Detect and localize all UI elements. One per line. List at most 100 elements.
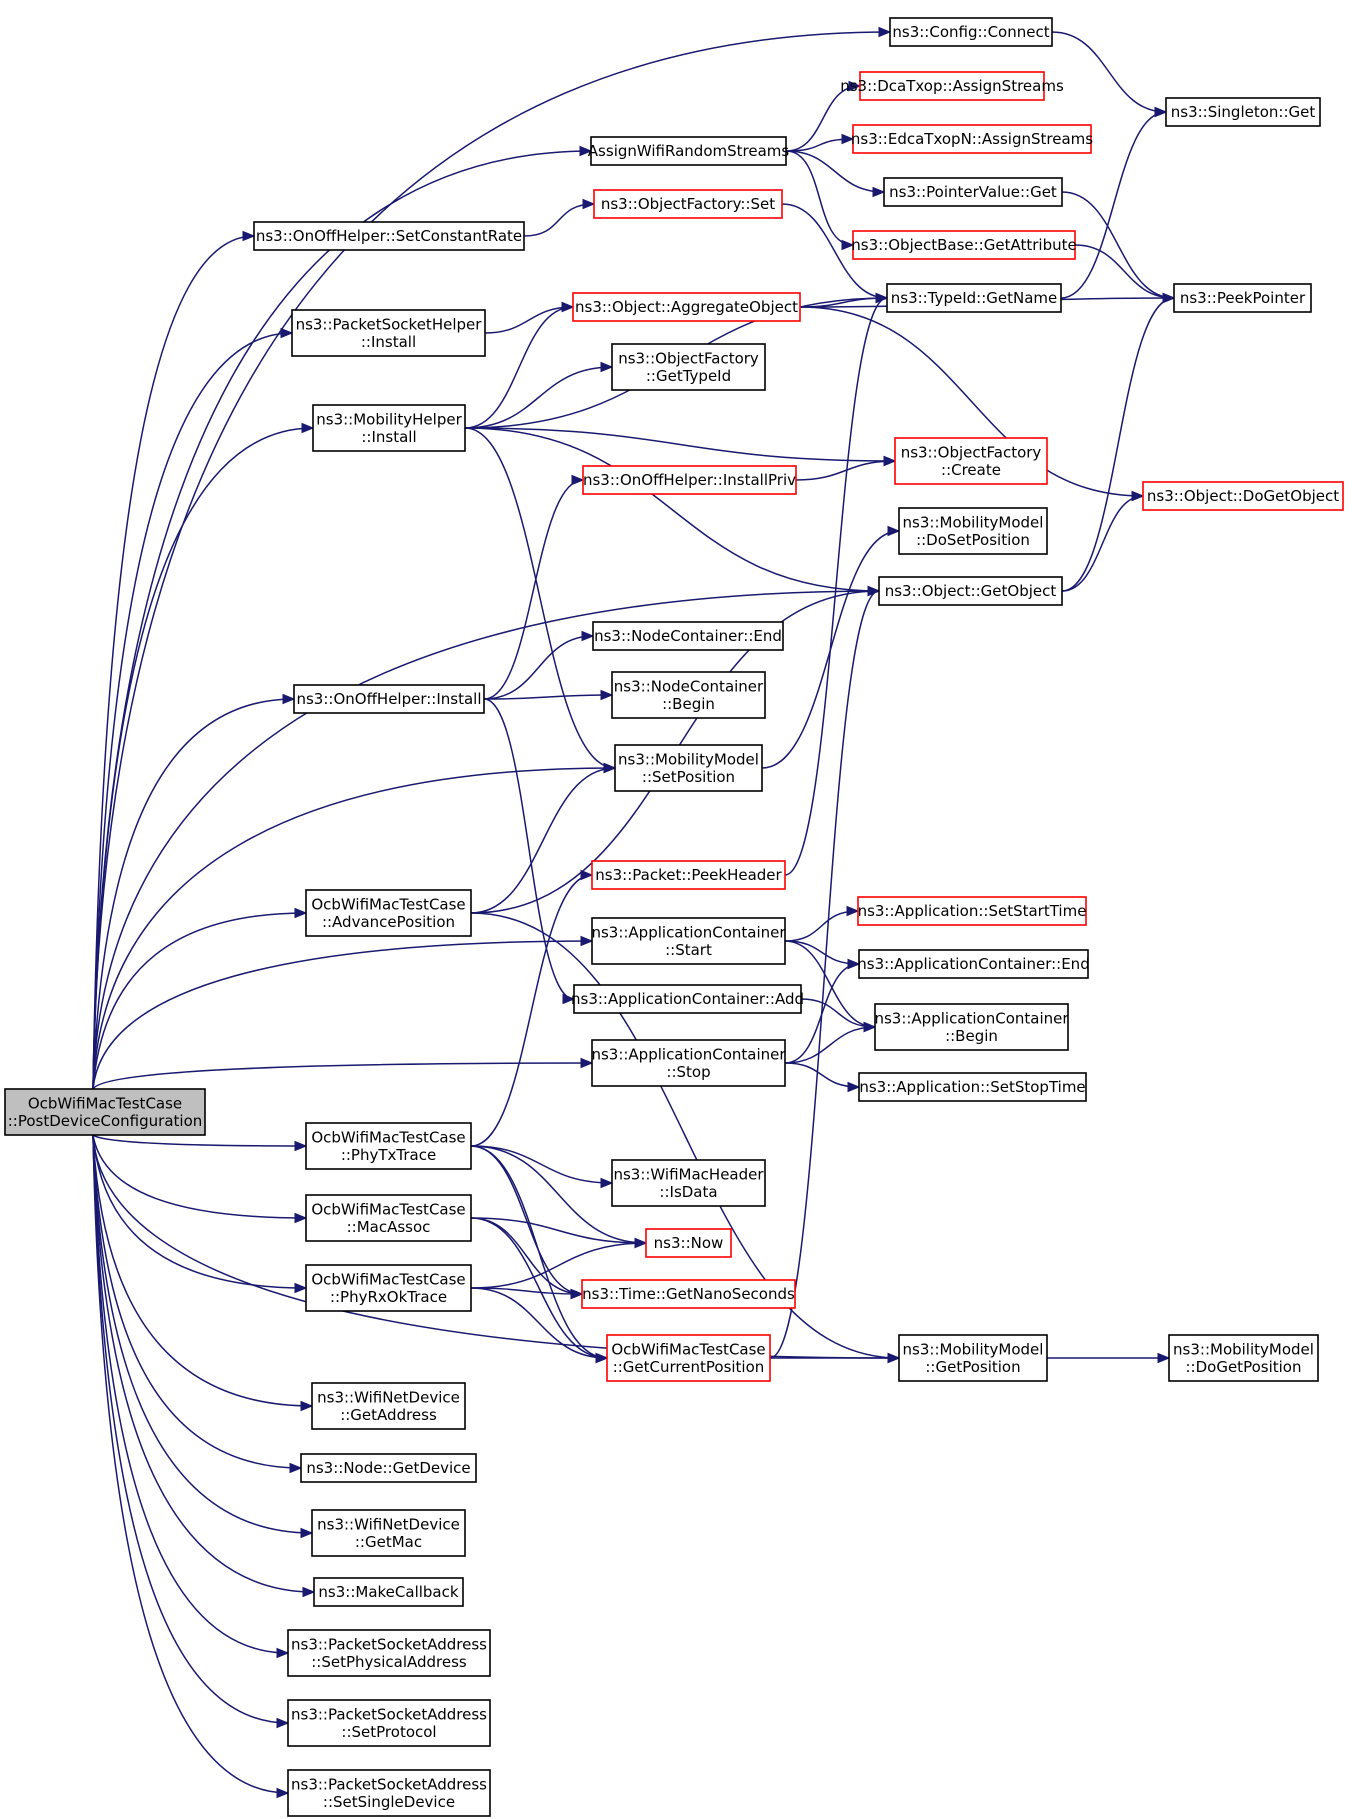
edge-onoffinst-to-installpriv	[483, 479, 584, 700]
node-acstart[interactable]: ns3::ApplicationContainer::Start	[591, 917, 786, 965]
node-getcurpos[interactable]: OcbWifiMacTestCase::GetCurrentPosition	[606, 1334, 771, 1382]
node-edca[interactable]: ns3::EdcaTxopN::AssignStreams	[851, 124, 1093, 154]
node-label: ns3::WifiMacHeader	[613, 1165, 764, 1183]
node-onoffrate[interactable]: ns3::OnOffHelper::SetConstantRate	[253, 221, 525, 251]
node-acadd[interactable]: ns3::ApplicationContainer::Add	[571, 984, 804, 1014]
node-dogetobj[interactable]: ns3::Object::DoGetObject	[1142, 481, 1344, 511]
node-setpos[interactable]: ns3::MobilityModel::SetPosition	[614, 744, 763, 792]
arrowhead	[600, 361, 614, 373]
edge-ptrget-to-peekptr	[1061, 191, 1175, 299]
node-wndmac[interactable]: ns3::WifiNetDevice::GetMac	[311, 1509, 466, 1557]
node-label: ns3::WifiNetDevice	[317, 1515, 460, 1533]
node-box	[591, 1039, 786, 1087]
node-box	[305, 1264, 472, 1312]
node-label: ns3::OnOffHelper::SetConstantRate	[256, 227, 522, 245]
node-typeidname[interactable]: ns3::TypeId::GetName	[886, 283, 1062, 313]
node-awrs[interactable]: AssignWifiRandomStreams	[588, 136, 790, 166]
node-onoffinst[interactable]: ns3::OnOffHelper::Install	[293, 684, 485, 714]
call-edges	[92, 26, 1176, 1799]
node-label: ::IsData	[659, 1183, 717, 1201]
node-label: ::DoSetPosition	[916, 531, 1030, 549]
edge-advpos-to-getpos	[470, 912, 900, 1359]
node-acbegin[interactable]: ns3::ApplicationContainer::Begin	[874, 1003, 1069, 1051]
node-label: ::Begin	[945, 1027, 998, 1045]
edge-typeidname-to-singleton	[1060, 111, 1167, 299]
node-label: ns3::MakeCallback	[318, 1583, 458, 1601]
edge-root-to-cfgconn	[92, 31, 891, 1090]
node-ofcreate[interactable]: ns3::ObjectFactory::Create	[894, 437, 1048, 485]
node-peekhdr[interactable]: ns3::Packet::PeekHeader	[591, 860, 786, 890]
node-isdata[interactable]: ns3::WifiMacHeader::IsData	[611, 1159, 766, 1207]
node-installpriv[interactable]: ns3::OnOffHelper::InstallPriv	[582, 465, 797, 495]
node-label: ::Start	[665, 941, 712, 959]
node-ncbegin[interactable]: ns3::NodeContainer::Begin	[611, 671, 766, 719]
node-singleton[interactable]: ns3::Singleton::Get	[1165, 97, 1321, 127]
node-label: ::GetAddress	[340, 1406, 437, 1424]
edge-onoffinst-to-ncend	[483, 635, 594, 700]
edge-mhinstall-to-ofcreate	[464, 427, 896, 462]
node-psaproto[interactable]: ns3::PacketSocketAddress::SetProtocol	[287, 1699, 491, 1747]
node-nodegetdev[interactable]: ns3::Node::GetDevice	[300, 1453, 477, 1483]
edge-root-to-acstart	[92, 940, 593, 1090]
node-dosetpos[interactable]: ns3::MobilityModel::DoSetPosition	[898, 507, 1048, 555]
node-root[interactable]: OcbWifiMacTestCase::PostDeviceConfigurat…	[4, 1088, 206, 1136]
arrowhead	[579, 145, 593, 157]
node-phyrx[interactable]: OcbWifiMacTestCase::PhyRxOkTrace	[305, 1264, 472, 1312]
node-label: ::AdvancePosition	[322, 913, 455, 931]
node-getnano[interactable]: ns3::Time::GetNanoSeconds	[581, 1279, 796, 1309]
arrowhead	[1162, 292, 1176, 304]
node-cfgconn[interactable]: ns3::Config::Connect	[889, 17, 1053, 47]
node-box	[1142, 481, 1344, 511]
node-getpos[interactable]: ns3::MobilityModel::GetPosition	[898, 1334, 1048, 1382]
node-label: ns3::ObjectFactory::Set	[601, 195, 775, 213]
node-psaphys[interactable]: ns3::PacketSocketAddress::SetPhysicalAdd…	[287, 1629, 491, 1677]
node-makecb[interactable]: ns3::MakeCallback	[313, 1577, 464, 1607]
node-acend[interactable]: ns3::ApplicationContainer::End	[857, 949, 1090, 979]
node-label: OcbWifiMacTestCase	[311, 1270, 465, 1288]
node-label: ns3::ApplicationContainer	[874, 1009, 1069, 1027]
node-now[interactable]: ns3::Now	[645, 1228, 732, 1258]
arrowhead	[300, 1527, 314, 1539]
node-box	[592, 621, 784, 651]
node-macassoc[interactable]: OcbWifiMacTestCase::MacAssoc	[305, 1194, 472, 1242]
node-label: ::SetPosition	[642, 768, 735, 786]
node-ofgettype[interactable]: ns3::ObjectFactory::GetTypeId	[611, 343, 766, 391]
node-aggobj[interactable]: ns3::Object::AggregateObject	[572, 292, 801, 322]
node-getattr[interactable]: ns3::ObjectBase::GetAttribute	[851, 230, 1077, 260]
node-box	[611, 1159, 766, 1207]
node-label: ::SetProtocol	[341, 1723, 436, 1741]
node-box	[311, 1509, 466, 1557]
edge-root-to-acstop	[92, 1062, 593, 1090]
node-dogetpos[interactable]: ns3::MobilityModel::DoGetPosition	[1168, 1334, 1319, 1382]
node-box	[581, 1279, 796, 1309]
node-advpos[interactable]: OcbWifiMacTestCase::AdvancePosition	[305, 889, 472, 937]
node-ptrget[interactable]: ns3::PointerValue::Get	[883, 177, 1063, 207]
node-label: ns3::PacketSocketAddress	[291, 1705, 487, 1723]
node-acstop[interactable]: ns3::ApplicationContainer::Stop	[591, 1039, 786, 1087]
node-mhinstall[interactable]: ns3::MobilityHelper::Install	[312, 404, 466, 452]
node-setstart[interactable]: ns3::Application::SetStartTime	[857, 896, 1087, 926]
edge-phyrx-to-now	[470, 1242, 647, 1289]
node-wndaddr[interactable]: ns3::WifiNetDevice::GetAddress	[311, 1382, 466, 1430]
edge-onoffinst-to-acadd	[483, 698, 575, 1000]
node-ofset[interactable]: ns3::ObjectFactory::Set	[593, 189, 783, 219]
node-getobject[interactable]: ns3::Object::GetObject	[878, 576, 1063, 606]
node-box	[1173, 283, 1312, 313]
node-label: ns3::MobilityModel	[1173, 1340, 1314, 1358]
node-peekptr[interactable]: ns3::PeekPointer	[1173, 283, 1312, 313]
edge-awrs-to-ptrget	[785, 150, 885, 193]
edge-macassoc-to-getnano	[470, 1217, 583, 1295]
node-psh[interactable]: ns3::PacketSocketHelper::Install	[291, 309, 486, 357]
node-ncend[interactable]: ns3::NodeContainer::End	[592, 621, 784, 651]
edge-root-to-phyrx	[92, 1134, 307, 1289]
arrowhead	[867, 585, 881, 597]
node-box	[593, 189, 783, 219]
node-dcatxop[interactable]: ns3::DcaTxop::AssignStreams	[840, 71, 1064, 101]
node-label: ns3::Packet::PeekHeader	[595, 866, 782, 884]
node-setstop[interactable]: ns3::Application::SetStopTime	[858, 1072, 1087, 1102]
edge-root-to-makecb	[92, 1134, 315, 1593]
edge-onoffinst-to-ncbegin	[483, 694, 613, 700]
node-phytx[interactable]: OcbWifiMacTestCase::PhyTxTrace	[305, 1122, 472, 1170]
node-psasingle[interactable]: ns3::PacketSocketAddress::SetSingleDevic…	[287, 1769, 491, 1817]
